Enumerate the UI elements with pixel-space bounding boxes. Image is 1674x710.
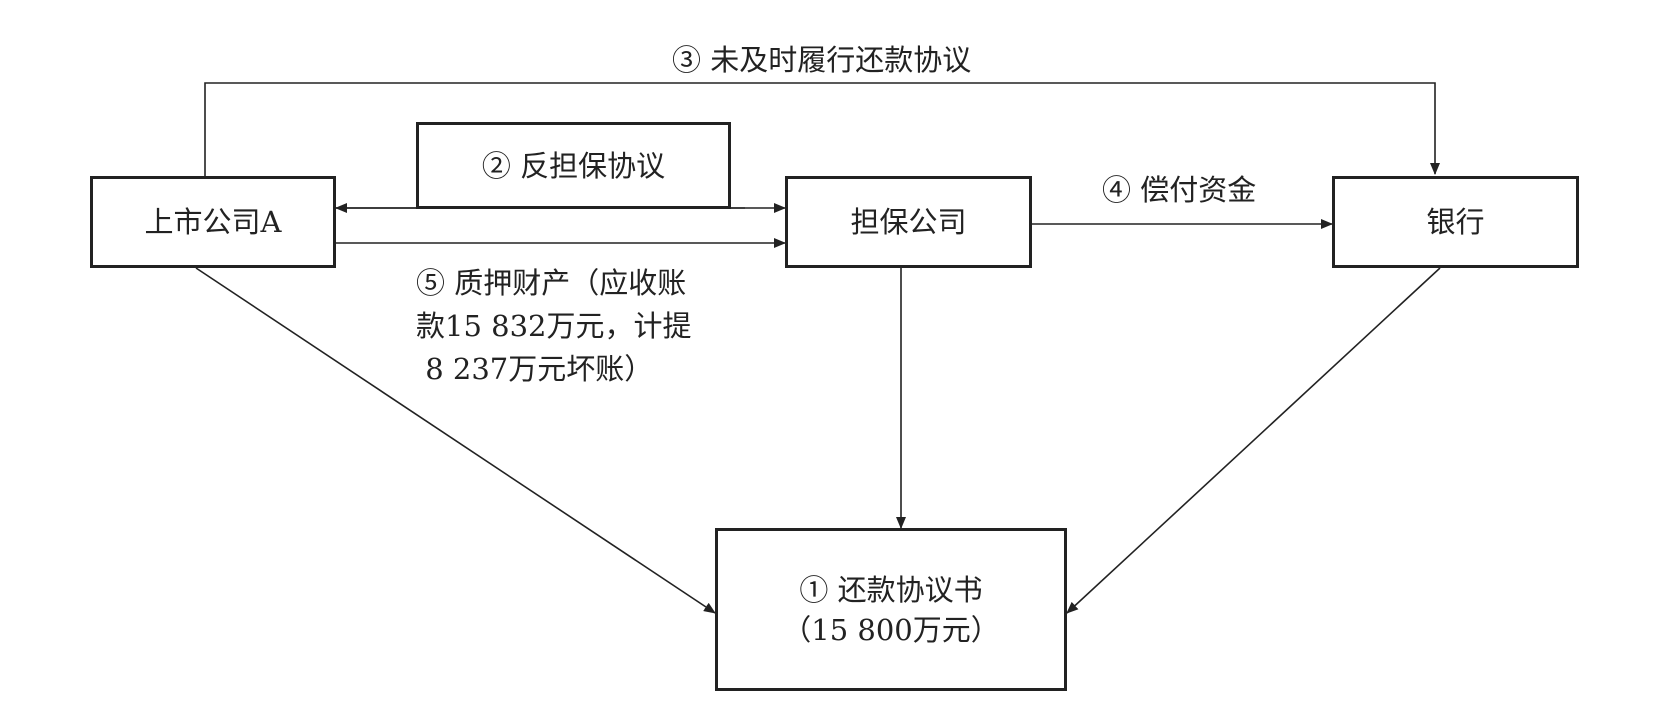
node-repayment-agreement-line1: ① 还款协议书 [799, 572, 983, 607]
edge-pledged-property-line1: ⑤ 质押财产（应收账 [416, 266, 687, 300]
node-repayment-agreement-line2: （15 800万元） [782, 612, 1000, 647]
node-bank: 银行 [1332, 176, 1579, 268]
node-listed-company: 上市公司A [90, 176, 336, 268]
edge-pledged-property-line3: 8 237万元坏账） [416, 352, 654, 386]
edge-company-to-agreement-line [195, 267, 716, 614]
edge-bank-to-agreement-line [1066, 267, 1441, 614]
node-counter-guarantee: ② 反担保协议 [416, 122, 731, 209]
node-repayment-agreement: ① 还款协议书 （15 800万元） [715, 528, 1067, 691]
node-counter-guarantee-label: ② 反担保协议 [481, 148, 666, 183]
edge-failed-repayment-label: ③ 未及时履行还款协议 [672, 43, 972, 77]
node-bank-label: 银行 [1426, 205, 1485, 239]
edge-failed-repayment-line [204, 82, 1440, 176]
node-guarantee-company: 担保公司 [785, 176, 1032, 268]
edge-pledged-property-line2: 款15 832万元，计提 [416, 309, 692, 343]
edge-compensation-label: ④ 偿付资金 [1102, 173, 1257, 207]
node-listed-company-label: 上市公司A [144, 205, 282, 239]
node-guarantee-company-label: 担保公司 [850, 205, 967, 239]
